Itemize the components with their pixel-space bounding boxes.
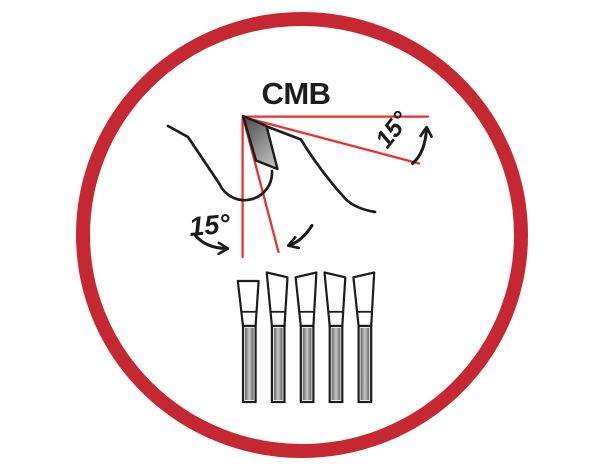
blade-tooth-front-flat-raker: [236, 279, 260, 404]
blade-tooth-front-bevel-left-high: [265, 271, 289, 404]
red-ring: [76, 12, 528, 458]
diagram-title: CMB: [261, 76, 330, 111]
tooth-tip: [352, 271, 376, 328]
tooth-shank-core: [302, 328, 312, 400]
tooth-shank-core: [273, 328, 283, 400]
tooth-tip: [294, 271, 318, 328]
carbide-tooth-profile: [241, 114, 279, 171]
blade-profile-right-back: [264, 124, 377, 214]
blade-tooth-front-bevel-right-high: [294, 271, 318, 404]
tooth-shank-core: [331, 328, 341, 400]
teeth-front-view-row: [236, 271, 376, 404]
tooth-tip: [265, 271, 289, 328]
tooth-shank-core: [244, 328, 254, 400]
blade-profile-left-gullet: [166, 124, 274, 202]
blade-tooth-front-bevel-right-high: [352, 271, 376, 404]
tooth-shank-core: [360, 328, 370, 400]
face-bevel-curved-arrow-icon: [194, 234, 230, 256]
face-line-curved-arrow-icon: [286, 224, 314, 250]
top-bevel-curved-arrow-icon: [411, 125, 433, 165]
tooth-tip: [236, 279, 260, 328]
blade-tooth-front-bevel-left-high: [323, 271, 347, 404]
tooth-tip: [323, 271, 347, 328]
face-bevel-angle-label: 15°: [188, 209, 231, 242]
top-bevel-angle-label: 15°: [370, 106, 416, 154]
reference-line-top-bevel: [241, 115, 421, 165]
blade-profile: [166, 124, 377, 214]
